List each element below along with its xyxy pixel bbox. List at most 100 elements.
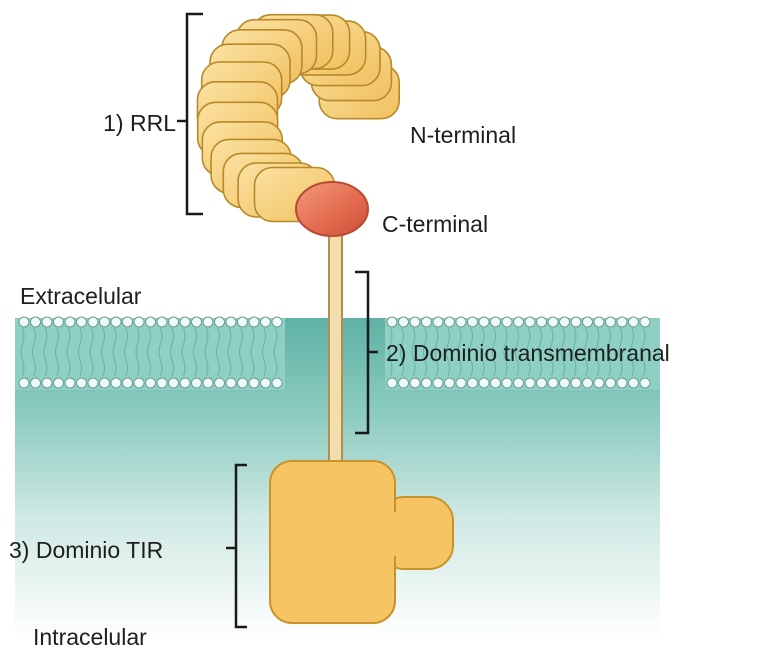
transmembrane-label: 2) Dominio transmembranal xyxy=(386,340,670,366)
lipid-head xyxy=(88,378,98,388)
lipid-head xyxy=(594,317,604,327)
lipid-head xyxy=(272,378,282,388)
lipid-head xyxy=(548,378,558,388)
lipid-head xyxy=(548,317,558,327)
lipid-head xyxy=(261,317,271,327)
extracellular-label: Extracelular xyxy=(20,283,142,309)
lipid-head xyxy=(514,378,524,388)
lipid-head xyxy=(146,317,156,327)
lipid-head xyxy=(422,317,432,327)
lipid-head xyxy=(445,378,455,388)
lipid-head xyxy=(422,378,432,388)
lipid-head xyxy=(215,378,225,388)
lipid-head xyxy=(31,317,41,327)
lipid-head xyxy=(468,378,478,388)
lipid-head xyxy=(571,378,581,388)
lipid-head xyxy=(617,317,627,327)
lipid-head xyxy=(54,317,64,327)
lipid-head xyxy=(123,317,133,327)
lipid-head xyxy=(54,378,64,388)
lipid-head xyxy=(42,317,52,327)
lipid-head xyxy=(157,317,167,327)
lipid-head xyxy=(65,317,75,327)
lipid-head xyxy=(583,378,593,388)
tir-lobe-joint xyxy=(388,512,398,556)
lipid-head xyxy=(560,317,570,327)
lipid-head xyxy=(169,317,179,327)
lipid-head xyxy=(571,317,581,327)
transmembrane-stalk xyxy=(329,232,342,482)
lipid-head xyxy=(42,378,52,388)
lipid-head xyxy=(479,317,489,327)
lipid-head xyxy=(31,378,41,388)
lipid-head xyxy=(410,378,420,388)
lipid-head xyxy=(433,378,443,388)
lipid-head xyxy=(100,317,110,327)
lipid-head xyxy=(560,378,570,388)
lipid-head xyxy=(525,317,535,327)
lipid-head xyxy=(146,378,156,388)
lipid-head xyxy=(203,378,213,388)
lipid-head xyxy=(19,317,29,327)
intracellular-label: Intracelular xyxy=(33,624,147,650)
rrl-label: 1) RRL xyxy=(103,110,176,136)
lipid-head xyxy=(272,317,282,327)
lipid-head xyxy=(238,317,248,327)
lipid-head xyxy=(537,378,547,388)
lrr-horseshoe xyxy=(198,15,400,222)
lipid-head xyxy=(249,378,259,388)
lipid-head xyxy=(445,317,455,327)
lipid-head xyxy=(606,317,616,327)
lipid-head xyxy=(111,317,121,327)
c-terminal-cap xyxy=(296,182,368,236)
lipid-head xyxy=(261,378,271,388)
lipid-head xyxy=(134,317,144,327)
lipid-head xyxy=(180,317,190,327)
lipid-head xyxy=(88,317,98,327)
lipid-head xyxy=(617,378,627,388)
lipid-head xyxy=(100,378,110,388)
lipid-head xyxy=(387,317,397,327)
tir-large-lobe xyxy=(270,461,395,623)
lipid-head xyxy=(215,317,225,327)
lipid-head xyxy=(594,378,604,388)
lipid-head xyxy=(203,317,213,327)
lipid-head xyxy=(629,378,639,388)
lipid-head xyxy=(514,317,524,327)
lipid-head xyxy=(226,378,236,388)
lipid-head xyxy=(111,378,121,388)
lipid-head xyxy=(537,317,547,327)
lipid-head xyxy=(433,317,443,327)
lipid-head xyxy=(583,317,593,327)
lipid-head xyxy=(640,317,650,327)
lipid-head xyxy=(249,317,259,327)
lipid-head xyxy=(468,317,478,327)
lipid-head xyxy=(169,378,179,388)
lipid-head xyxy=(19,378,29,388)
lipid-head xyxy=(77,317,87,327)
lipid-head xyxy=(502,378,512,388)
lipid-head xyxy=(629,317,639,327)
lipid-head xyxy=(180,378,190,388)
lipid-head xyxy=(502,317,512,327)
lipid-head xyxy=(525,378,535,388)
lipid-head xyxy=(491,378,501,388)
lipid-head xyxy=(410,317,420,327)
lipid-head xyxy=(456,378,466,388)
lipid-head xyxy=(65,378,75,388)
n-terminal-label: N-terminal xyxy=(410,122,516,148)
lipid-head xyxy=(77,378,87,388)
lipid-head xyxy=(123,378,133,388)
lipid-head xyxy=(640,378,650,388)
lipid-head xyxy=(456,317,466,327)
lipid-head xyxy=(226,317,236,327)
lipid-head xyxy=(192,317,202,327)
c-terminal-label: C-terminal xyxy=(382,211,488,237)
lipid-head xyxy=(157,378,167,388)
lipid-head xyxy=(387,378,397,388)
lipid-head xyxy=(399,378,409,388)
tir-label: 3) Dominio TIR xyxy=(9,537,163,563)
lipid-head xyxy=(606,378,616,388)
